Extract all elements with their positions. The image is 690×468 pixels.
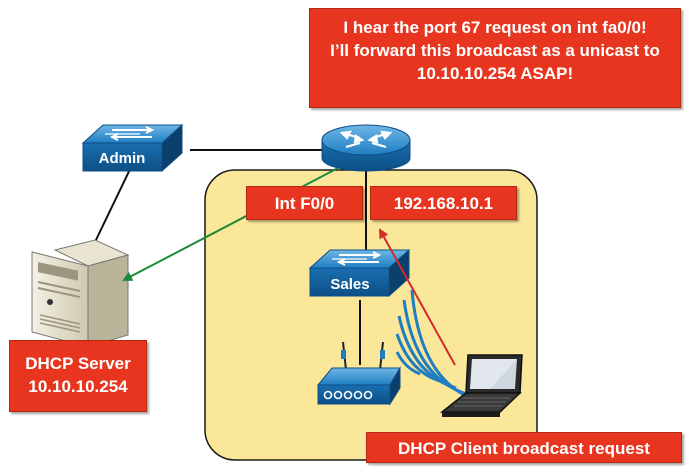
link-admin-server xyxy=(94,162,134,243)
laptop-icon xyxy=(439,354,523,417)
relay-message-line-1: I hear the port 67 request on int fa0/0! xyxy=(343,18,647,37)
router-interface-label: Int F0/0 xyxy=(246,186,363,220)
dhcp-client-label: DHCP Client broadcast request xyxy=(366,432,682,463)
router-icon xyxy=(321,124,411,172)
wireless-ap-icon xyxy=(316,341,401,406)
dhcp-server-label: DHCP Server 10.10.10.254 xyxy=(9,340,147,412)
admin-switch-label: Admin xyxy=(99,150,146,167)
sales-switch-label: Sales xyxy=(330,276,369,293)
relay-message-line-2: I’ll forward this broadcast as a unicast… xyxy=(330,41,660,60)
dhcp-server-name: DHCP Server xyxy=(25,354,131,373)
dhcp-server-ip: 10.10.10.254 xyxy=(28,377,128,396)
relay-message-line-3: 10.10.10.254 ASAP! xyxy=(416,64,574,83)
sales-switch: Sales xyxy=(308,248,411,298)
server-icon xyxy=(31,239,130,348)
broadcast-request-arrow xyxy=(379,228,456,366)
admin-switch: Admin xyxy=(81,123,184,173)
router-ip-label: 192.168.10.1 xyxy=(370,186,517,220)
relay-message-callout: I hear the port 67 request on int fa0/0!… xyxy=(309,8,681,108)
switch-arrows-icon xyxy=(105,126,155,141)
switch-arrows-icon xyxy=(332,251,382,266)
